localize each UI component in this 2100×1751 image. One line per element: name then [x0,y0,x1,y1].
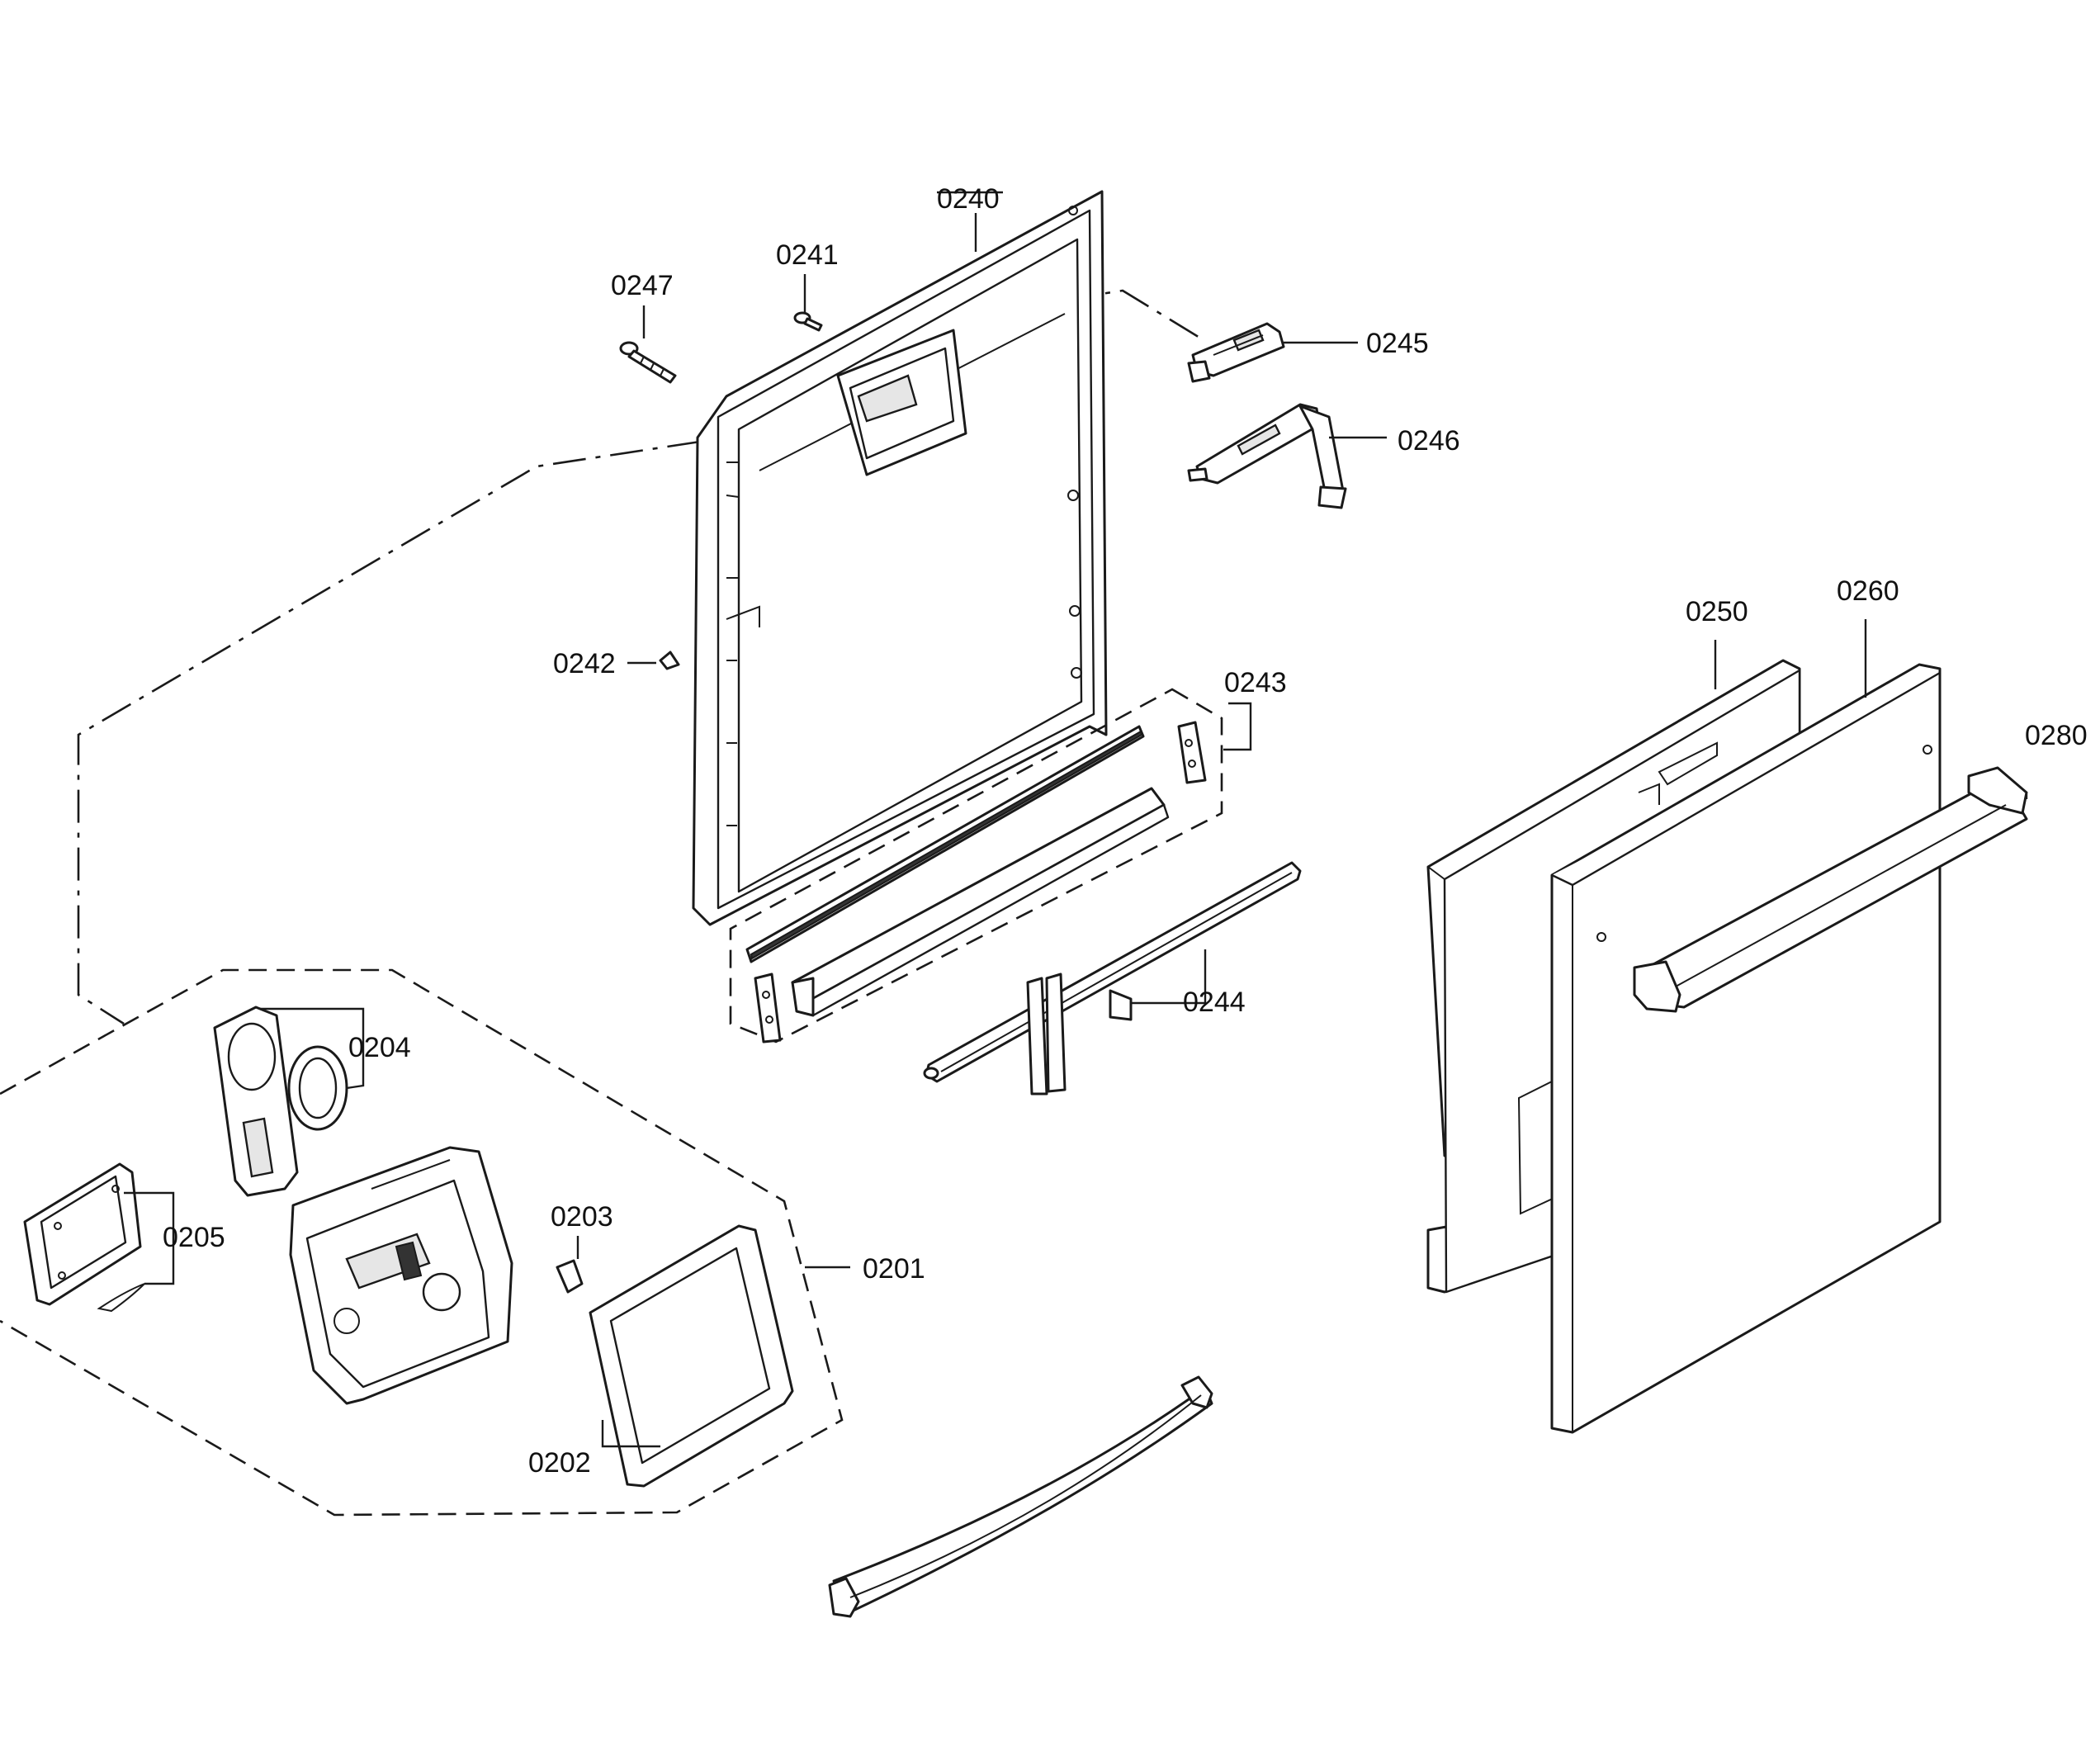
door-latch-0245[interactable] [1187,322,1285,383]
screw-0247[interactable] [619,341,677,384]
gasket-ring-0204[interactable] [287,1045,348,1131]
part-labels: 0240 0241 0247 0245 0246 0242 0243 0244 … [163,183,2088,1479]
label-0204: 0204 [348,1032,411,1063]
control-bracket-0204[interactable] [213,1006,299,1197]
label-0250: 0250 [1686,596,1748,627]
control-cover-0205[interactable] [23,1162,142,1306]
leader-lines [124,191,2028,1448]
label-0240: 0240 [937,183,1000,215]
clip-0242[interactable] [659,651,680,670]
door-panel-0260[interactable] [1550,663,1942,1434]
label-0242: 0242 [553,648,616,679]
screw-0241[interactable] [793,311,823,332]
spring-0205[interactable] [97,1283,145,1313]
small-clip-0203[interactable] [556,1259,584,1294]
label-0203: 0203 [551,1201,613,1233]
control-frame-0202[interactable] [589,1224,794,1488]
door-handle-0280[interactable] [1633,766,2028,1013]
door-rail-0244[interactable] [923,861,1302,1096]
control-panel-group-boundary [0,968,844,1517]
label-0280: 0280 [2025,720,2088,751]
curved-handle[interactable] [828,1375,1213,1618]
hinge-bracket-right[interactable] [1177,721,1207,784]
label-0245: 0245 [1366,328,1429,359]
label-0202: 0202 [528,1447,591,1479]
seal-strip[interactable] [745,725,1145,963]
inner-door-assembly-boundary [77,440,701,1025]
hinge-bracket-left[interactable] [754,973,782,1044]
label-0246: 0246 [1398,425,1460,457]
label-0241: 0241 [776,239,839,271]
label-0201: 0201 [863,1253,925,1285]
label-0247: 0247 [611,270,674,301]
label-0243: 0243 [1224,667,1287,698]
label-0205: 0205 [163,1222,225,1253]
control-module[interactable] [289,1146,513,1405]
inner-door-liner[interactable] [692,190,1108,926]
label-0260: 0260 [1837,575,1899,607]
trim-strip[interactable] [791,787,1170,1017]
label-0244: 0244 [1183,987,1246,1018]
latch-bracket-0246[interactable] [1187,403,1347,509]
